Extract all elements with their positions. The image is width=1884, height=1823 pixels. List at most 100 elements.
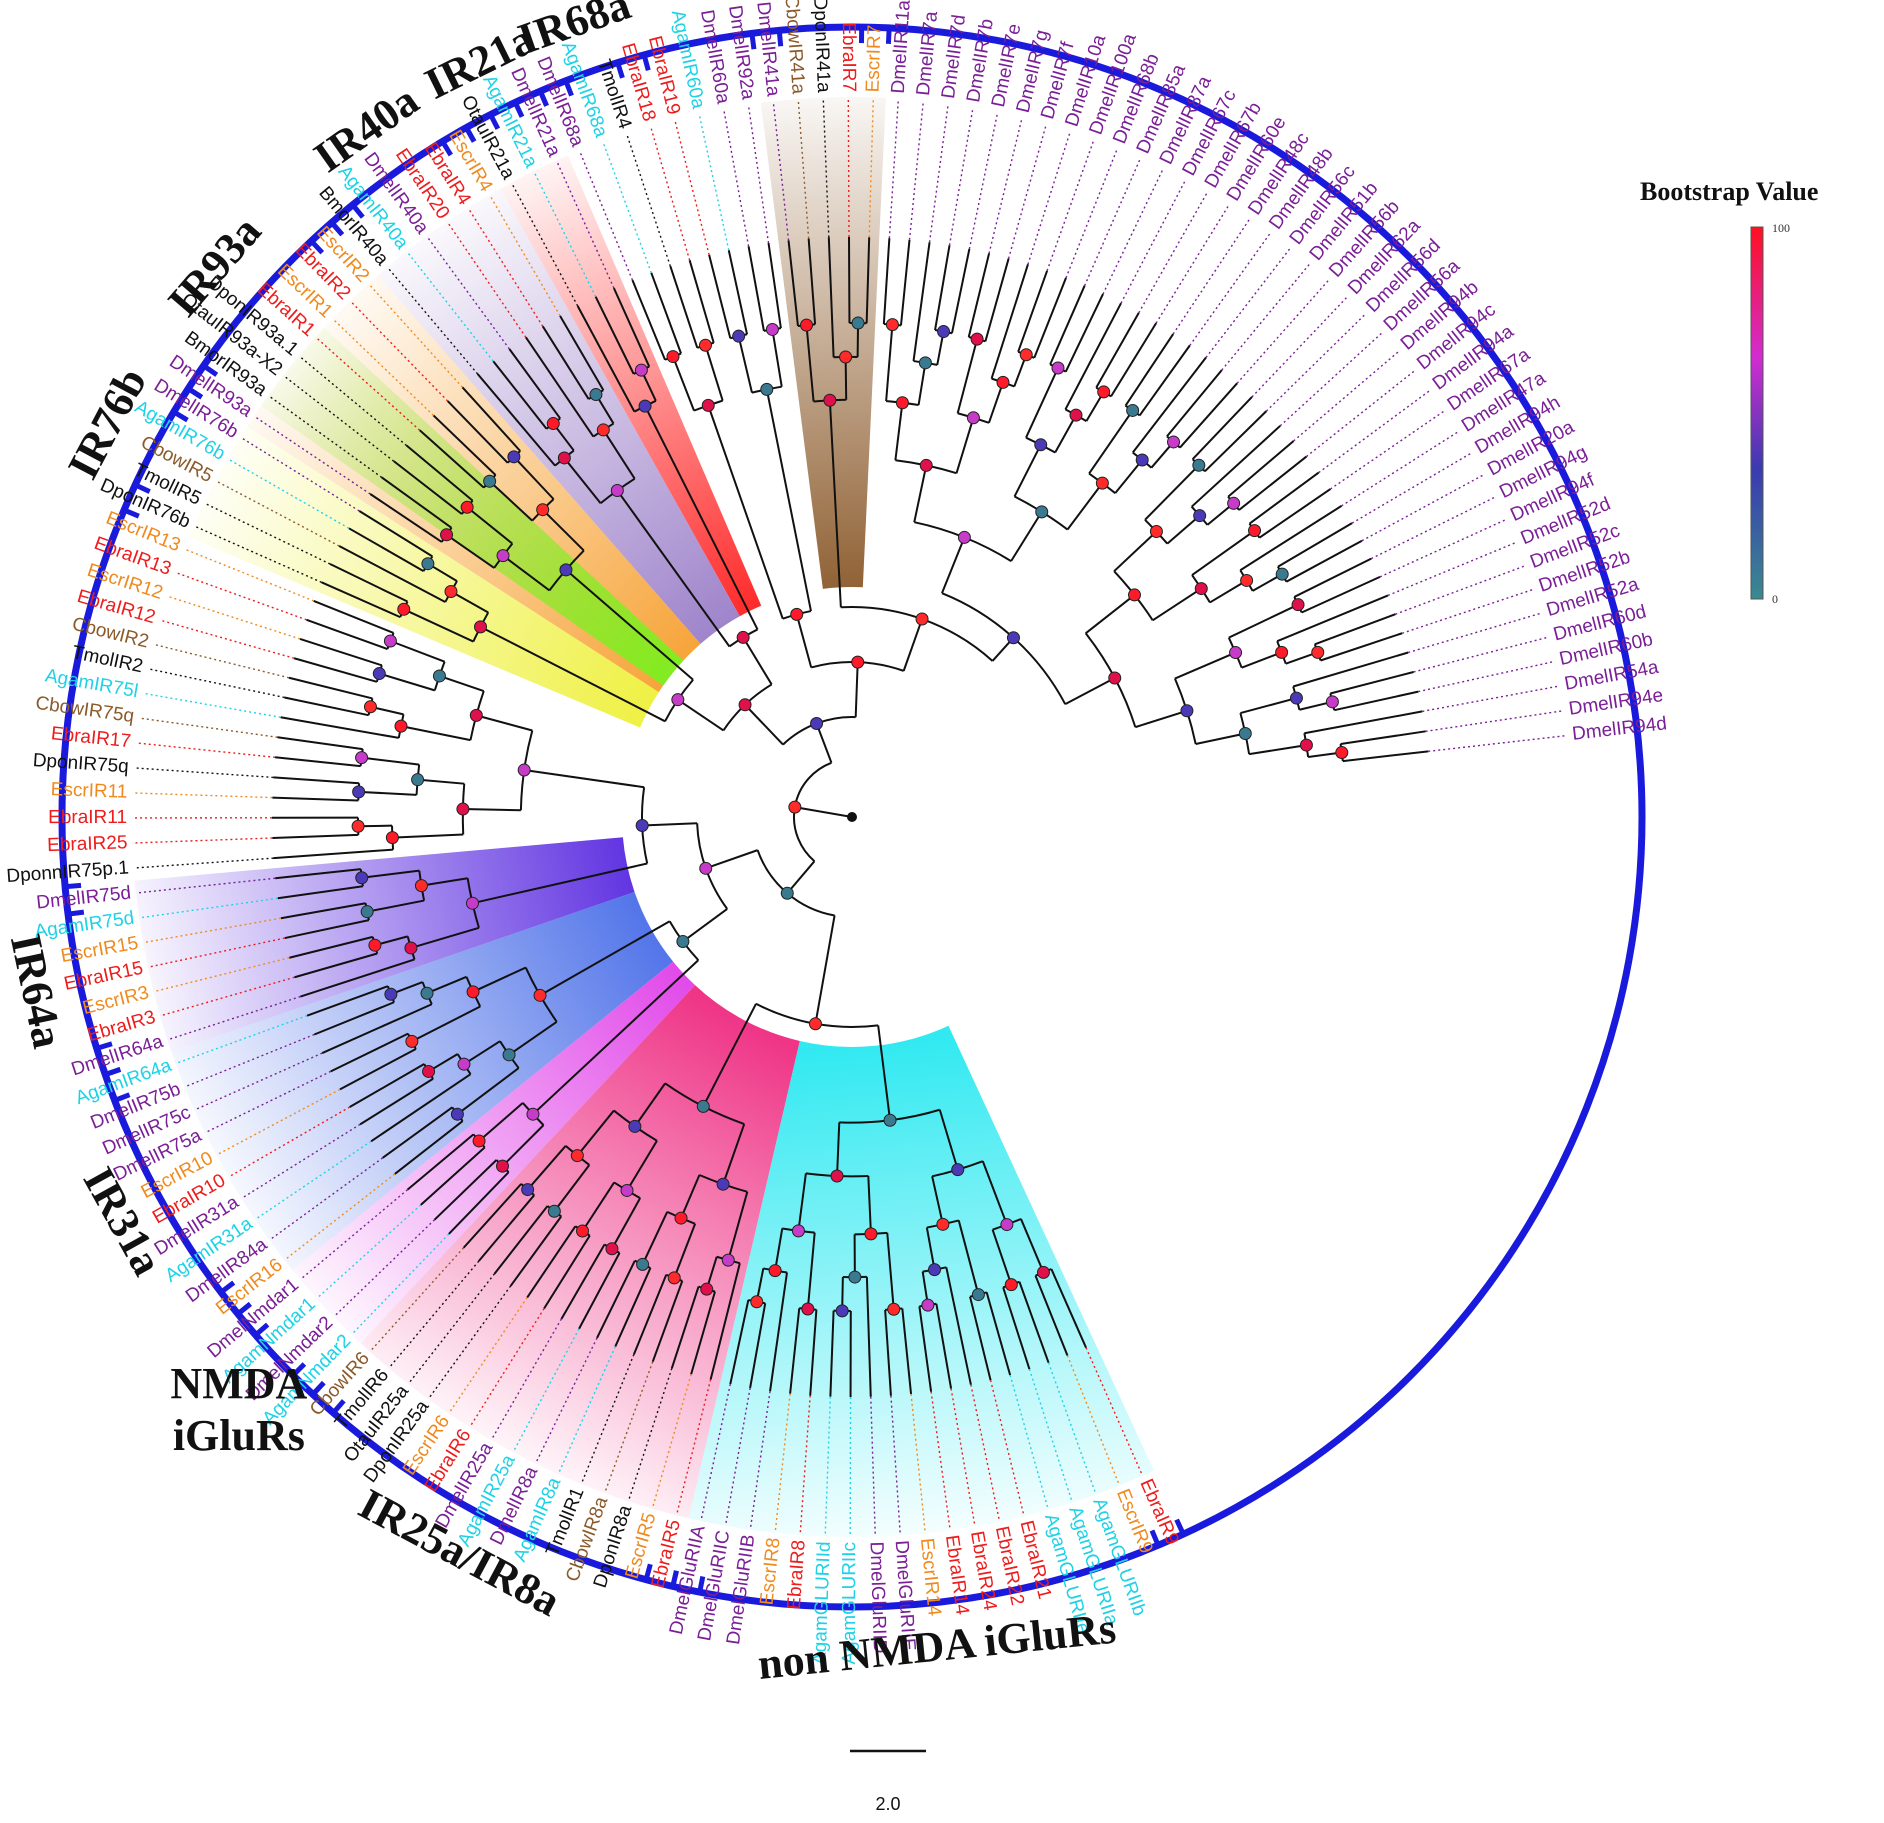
leaf-guide [143, 917, 282, 944]
leaf-guide [370, 1247, 465, 1352]
branch-line [727, 250, 749, 335]
leaf-guide [723, 109, 750, 247]
bootstrap-node [676, 935, 690, 949]
bootstrap-node [547, 1204, 561, 1218]
leaf-guide [204, 502, 331, 565]
leaf-label: DponnIR75p.1 [6, 857, 130, 887]
bootstrap-node [851, 655, 865, 669]
bootstrap-node [405, 1034, 419, 1048]
ring-tick [330, 1399, 346, 1416]
leaf-guide [194, 525, 322, 583]
leaf-guide [968, 112, 999, 250]
branch-line [1195, 732, 1246, 746]
bootstrap-node [823, 393, 837, 407]
leaf-guide [1370, 496, 1497, 560]
leaf-label: EscrIR8 [756, 1537, 784, 1606]
bootstrap-node [404, 941, 418, 955]
branch-line [576, 305, 636, 413]
ring-tick [439, 138, 453, 157]
bootstrap-node [355, 871, 369, 885]
legend-min: 0 [1772, 592, 1778, 606]
leaf-guide [1155, 204, 1230, 324]
bootstrap-node [788, 800, 802, 814]
bootstrap-node [1127, 588, 1141, 602]
bootstrap-node [533, 988, 547, 1002]
bootstrap-node [830, 1169, 844, 1183]
branch-line [306, 618, 388, 651]
ring-tick [62, 882, 82, 890]
branch-line [616, 489, 731, 648]
leaf-guide [1418, 660, 1555, 693]
ring-tick [185, 385, 204, 400]
branch-line [417, 778, 465, 785]
branch-line [611, 1197, 642, 1250]
branch-line [912, 242, 931, 362]
bootstrap-node [638, 399, 652, 413]
branch-line [672, 356, 695, 411]
clade-wedge [171, 891, 674, 1270]
branch-line [641, 1211, 669, 1265]
bootstrap-node [546, 417, 560, 431]
branch-line [1050, 1268, 1087, 1349]
leaf-guide [1401, 588, 1535, 634]
bootstrap-node [1275, 567, 1289, 581]
ring-tick [170, 408, 189, 423]
leaf-guide [1205, 247, 1292, 358]
branch-line [899, 239, 911, 326]
leaf-guide [579, 151, 634, 281]
branch-line [358, 510, 433, 558]
branch-line [902, 618, 923, 672]
branch-line [448, 1171, 510, 1235]
bootstrap-node [700, 1282, 714, 1296]
clade-wedge [500, 155, 762, 617]
branch-line [543, 1235, 591, 1310]
ring-tick [200, 362, 219, 377]
bootstrap-node [1194, 582, 1208, 596]
leaf-guide [627, 1368, 673, 1501]
branch-line [594, 296, 635, 375]
branch-line [369, 493, 443, 543]
branch-line [945, 1267, 972, 1385]
ring-tick [102, 1067, 122, 1078]
branch-line [885, 324, 894, 402]
leaf-label: AgamGLURIIc [839, 1542, 860, 1665]
leaf-guide-lines [132, 98, 1567, 1536]
leaf-guide [489, 195, 561, 317]
branch-line [742, 636, 773, 685]
branch-line [1240, 697, 1297, 715]
branch-line [329, 563, 408, 603]
leaf-guide [185, 1033, 315, 1088]
legend-title: Bootstrap Value [1640, 177, 1818, 206]
branch-line [300, 958, 415, 998]
branch-line [957, 1220, 980, 1295]
ring-tick [614, 59, 625, 79]
leaf-guide [930, 1391, 951, 1530]
branch-line [378, 672, 436, 692]
branch-line [578, 1252, 621, 1330]
bootstrap-node [671, 693, 685, 707]
branch-line [1054, 414, 1077, 453]
branch-line [669, 265, 699, 349]
branch-line [737, 335, 753, 393]
bootstrap-node [1311, 645, 1325, 659]
leaf-guide [950, 1388, 976, 1526]
branch-line [990, 264, 1029, 379]
branch-line [1276, 594, 1389, 643]
leaf-guide [698, 114, 730, 251]
clade-wedge [188, 426, 659, 728]
branch-line [969, 1296, 992, 1381]
branch-line [631, 279, 666, 361]
bootstrap-node [440, 528, 454, 542]
branch-line [1292, 651, 1409, 688]
branch-line [559, 315, 605, 391]
bootstrap-node [636, 1257, 650, 1271]
branch-line [747, 246, 765, 332]
branch-line [938, 1109, 959, 1170]
branch-line [456, 1067, 520, 1116]
bootstrap-node [780, 886, 794, 900]
bootstrap-node [1289, 691, 1303, 705]
branch-line [828, 400, 842, 608]
branch-line [321, 1003, 433, 1054]
branch-line [338, 545, 446, 603]
branch-line [651, 1280, 684, 1363]
